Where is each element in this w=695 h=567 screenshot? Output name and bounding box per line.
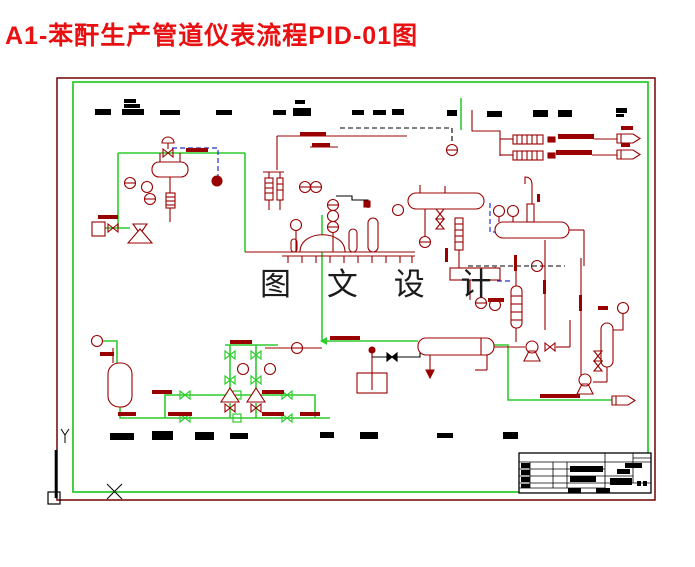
vertical-column-icon xyxy=(600,322,614,368)
horizontal-drum-icon xyxy=(417,337,495,356)
vertical-column-icon xyxy=(367,217,379,253)
storage-tank-icon xyxy=(107,362,133,408)
centrifugal-pump-icon xyxy=(576,373,594,395)
border-frame-inner xyxy=(72,81,649,493)
vertical-column-icon xyxy=(510,285,523,329)
horizontal-drum-icon xyxy=(494,221,570,239)
dome-reactor-icon xyxy=(282,234,415,263)
stream-arrow-icon xyxy=(616,133,641,144)
pipe-label-ticks xyxy=(98,126,633,416)
piping-red xyxy=(90,110,641,413)
gooseneck-vent-icon xyxy=(524,176,535,223)
level-gauge-icon xyxy=(454,217,464,251)
watermark-text: 图 文 设 计 xyxy=(260,267,505,303)
centrifugal-pump-icon xyxy=(126,223,154,244)
redacted-stream-labels-top xyxy=(95,99,627,117)
fin-cooler-icon xyxy=(512,134,544,161)
stream-arrow-icon xyxy=(611,395,636,406)
green-valve-icons xyxy=(179,350,293,423)
horizontal-drum-icon xyxy=(151,161,189,178)
title-block-redactions xyxy=(521,463,647,493)
title-block xyxy=(518,452,652,494)
centrifugal-pump-icon xyxy=(523,340,541,362)
border-frame-outer xyxy=(56,77,656,501)
control-valve-icon xyxy=(161,136,175,158)
black-valve-icon xyxy=(386,351,398,363)
stream-arrow-icon xyxy=(616,149,641,160)
page-title: A1-苯酐生产管道仪表流程PID-01图 xyxy=(5,22,419,50)
instrument-bubble-icon xyxy=(123,176,137,190)
centrifugal-pump-icon xyxy=(219,386,267,403)
vertical-column-icon xyxy=(348,228,358,253)
corner-marks xyxy=(47,428,123,505)
redacted-stream-labels-bottom xyxy=(110,431,518,440)
process-lines-green xyxy=(102,98,612,419)
horizontal-drum-icon xyxy=(407,192,485,210)
